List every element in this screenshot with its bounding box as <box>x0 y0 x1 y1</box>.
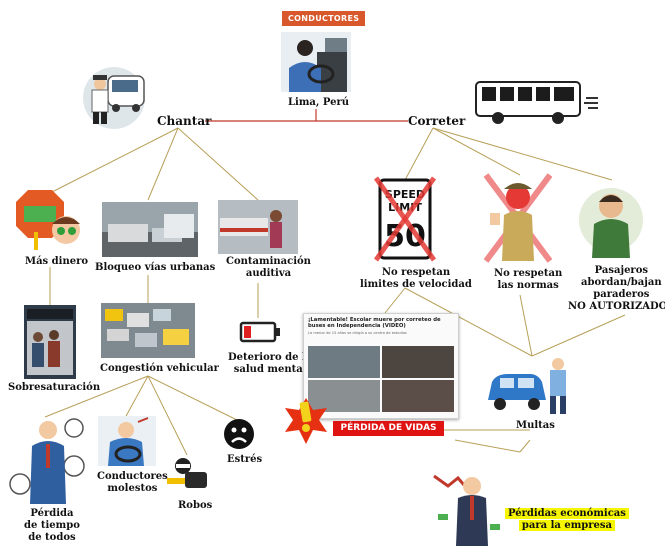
businessman-icon <box>433 474 500 546</box>
perdida-vidas-banner: PÉRDIDA DE VIDAS <box>333 421 444 436</box>
node-multas: Multas <box>516 420 555 431</box>
sad-face-icon <box>224 419 254 449</box>
node-conductores-molestos: Conductores molestos <box>97 471 168 494</box>
traffic-photo <box>101 303 195 358</box>
news-headline: ¡Lamentable! Escolar muere por correteo … <box>308 317 441 330</box>
thief-icon <box>167 458 207 488</box>
driver-icon <box>281 32 351 92</box>
bus-icon <box>83 67 145 129</box>
conductores-tag: CONDUCTORES <box>282 11 366 26</box>
node-mas-dinero: Más dinero <box>25 256 89 267</box>
speed-limit-sign: SPEED LIMIT 50 <box>374 176 436 262</box>
noise-photo <box>218 200 298 254</box>
warning-icon <box>285 398 327 444</box>
node-congestion: Congestión vehicular <box>100 363 219 374</box>
node-no-respetan-normas: No respetan las normas <box>494 268 563 291</box>
news-subheadline: La menor de 15 años se dirigía a su cent… <box>308 330 407 335</box>
battery-icon <box>239 321 280 343</box>
node-robos: Robos <box>178 500 213 511</box>
traffic-officer-icon <box>484 173 552 263</box>
coin-icon <box>16 190 80 250</box>
node-estres: Estrés <box>227 454 263 465</box>
node-bloqueo: Bloqueo vías urbanas <box>95 262 216 273</box>
news-screenshot: ¡Lamentable! Escolar muere por correteo … <box>303 313 459 419</box>
node-deterioro: Deterioro de la salud mental <box>228 352 313 375</box>
businessman-clock-icon <box>9 418 85 504</box>
street-photo <box>102 202 198 257</box>
center-label: Lima, Perú <box>288 97 350 108</box>
news-photos <box>308 346 454 412</box>
node-pasajeros: Pasajeros abordan/bajan paraderos NO AUT… <box>568 265 665 312</box>
node-sobresaturacion: Sobresaturación <box>8 382 101 393</box>
passenger-icon <box>579 188 643 258</box>
police-car-icon <box>488 358 566 414</box>
speed-sign-line1: SPEED <box>385 188 425 201</box>
node-no-respetan-velocidad: No respetan limites de velocidad <box>360 267 472 290</box>
crowded-bus-photo <box>24 305 76 379</box>
bus-icon <box>475 81 598 124</box>
node-perdida-tiempo: Pérdida de tiempo de todos <box>24 508 80 543</box>
node-contaminacion: Contaminación auditiva <box>226 256 311 279</box>
branch-correter: Correter <box>408 114 466 128</box>
node-perdidas-economicas: Pérdidas económicas para la empresa <box>505 508 629 532</box>
branch-chantar: Chantar <box>157 114 212 128</box>
angry-driver-icon <box>98 416 156 466</box>
